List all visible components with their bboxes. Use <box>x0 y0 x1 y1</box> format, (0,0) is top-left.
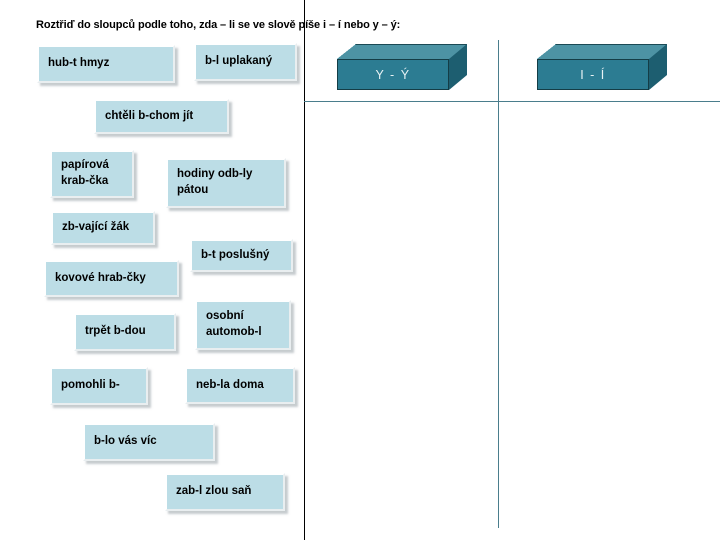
word-card[interactable]: pomohli b- <box>50 367 148 405</box>
word-card[interactable]: kovové hrab-čky <box>44 260 179 297</box>
divider-vertical-blue <box>498 40 499 528</box>
word-card-text: kovové hrab-čky <box>55 271 146 284</box>
word-card[interactable]: b-lo vás víc <box>83 423 215 461</box>
block-side-face-icon <box>449 44 467 90</box>
word-card[interactable]: papírová krab-čka <box>50 150 134 198</box>
word-card-text-line2: automob-l <box>206 326 262 338</box>
block-top-face-icon <box>355 44 467 60</box>
word-card-text: hodiny odb-ly <box>177 168 253 181</box>
category-block-y[interactable]: Y - Ý <box>337 44 467 90</box>
word-card-text: papírová <box>61 159 109 172</box>
word-card[interactable]: zab-l zlou saň <box>165 473 285 511</box>
word-card[interactable]: b-l uplakaný <box>194 43 297 81</box>
divider-vertical-black <box>304 0 305 540</box>
block-side-face-icon <box>649 44 667 90</box>
word-card-text: chtěli b-chom jít <box>105 109 194 122</box>
word-card-text-line2: krab-čka <box>61 175 109 187</box>
word-card-text: b-t poslušný <box>201 248 270 261</box>
word-card-text: trpět b-dou <box>85 325 146 338</box>
word-card[interactable]: neb-la doma <box>185 367 295 404</box>
word-card-text: b-lo vás víc <box>94 435 157 448</box>
word-card[interactable]: b-t poslušný <box>190 239 293 272</box>
word-card[interactable]: trpět b-dou <box>74 313 176 351</box>
divider-horizontal-blue <box>304 101 720 102</box>
word-card[interactable]: chtěli b-chom jít <box>94 99 229 134</box>
word-card-text: zb-vající žák <box>62 221 130 234</box>
word-card-text: b-l uplakaný <box>205 55 273 68</box>
page-title: Roztřiď do sloupců podle toho, zda – li … <box>36 19 401 31</box>
category-block-i[interactable]: I - Í <box>537 44 667 90</box>
word-card-text: neb-la doma <box>196 378 264 391</box>
word-card[interactable]: osobní automob-l <box>195 300 291 350</box>
word-card[interactable]: hub-t hmyz <box>37 45 175 83</box>
category-label-y: Y - Ý <box>337 59 449 90</box>
word-card-text-line2: pátou <box>177 184 209 196</box>
block-top-face-icon <box>555 44 667 60</box>
word-card[interactable]: hodiny odb-ly pátou <box>166 158 286 208</box>
word-card[interactable]: zb-vající žák <box>51 211 155 245</box>
word-card-text: pomohli b- <box>61 379 120 392</box>
block-top-slope-icon <box>537 44 556 59</box>
word-card-text: hub-t hmyz <box>48 57 110 70</box>
word-card-text: osobní <box>206 310 244 323</box>
block-top-slope-icon <box>337 44 356 59</box>
word-card-text: zab-l zlou saň <box>176 485 252 498</box>
category-label-i: I - Í <box>537 59 649 90</box>
